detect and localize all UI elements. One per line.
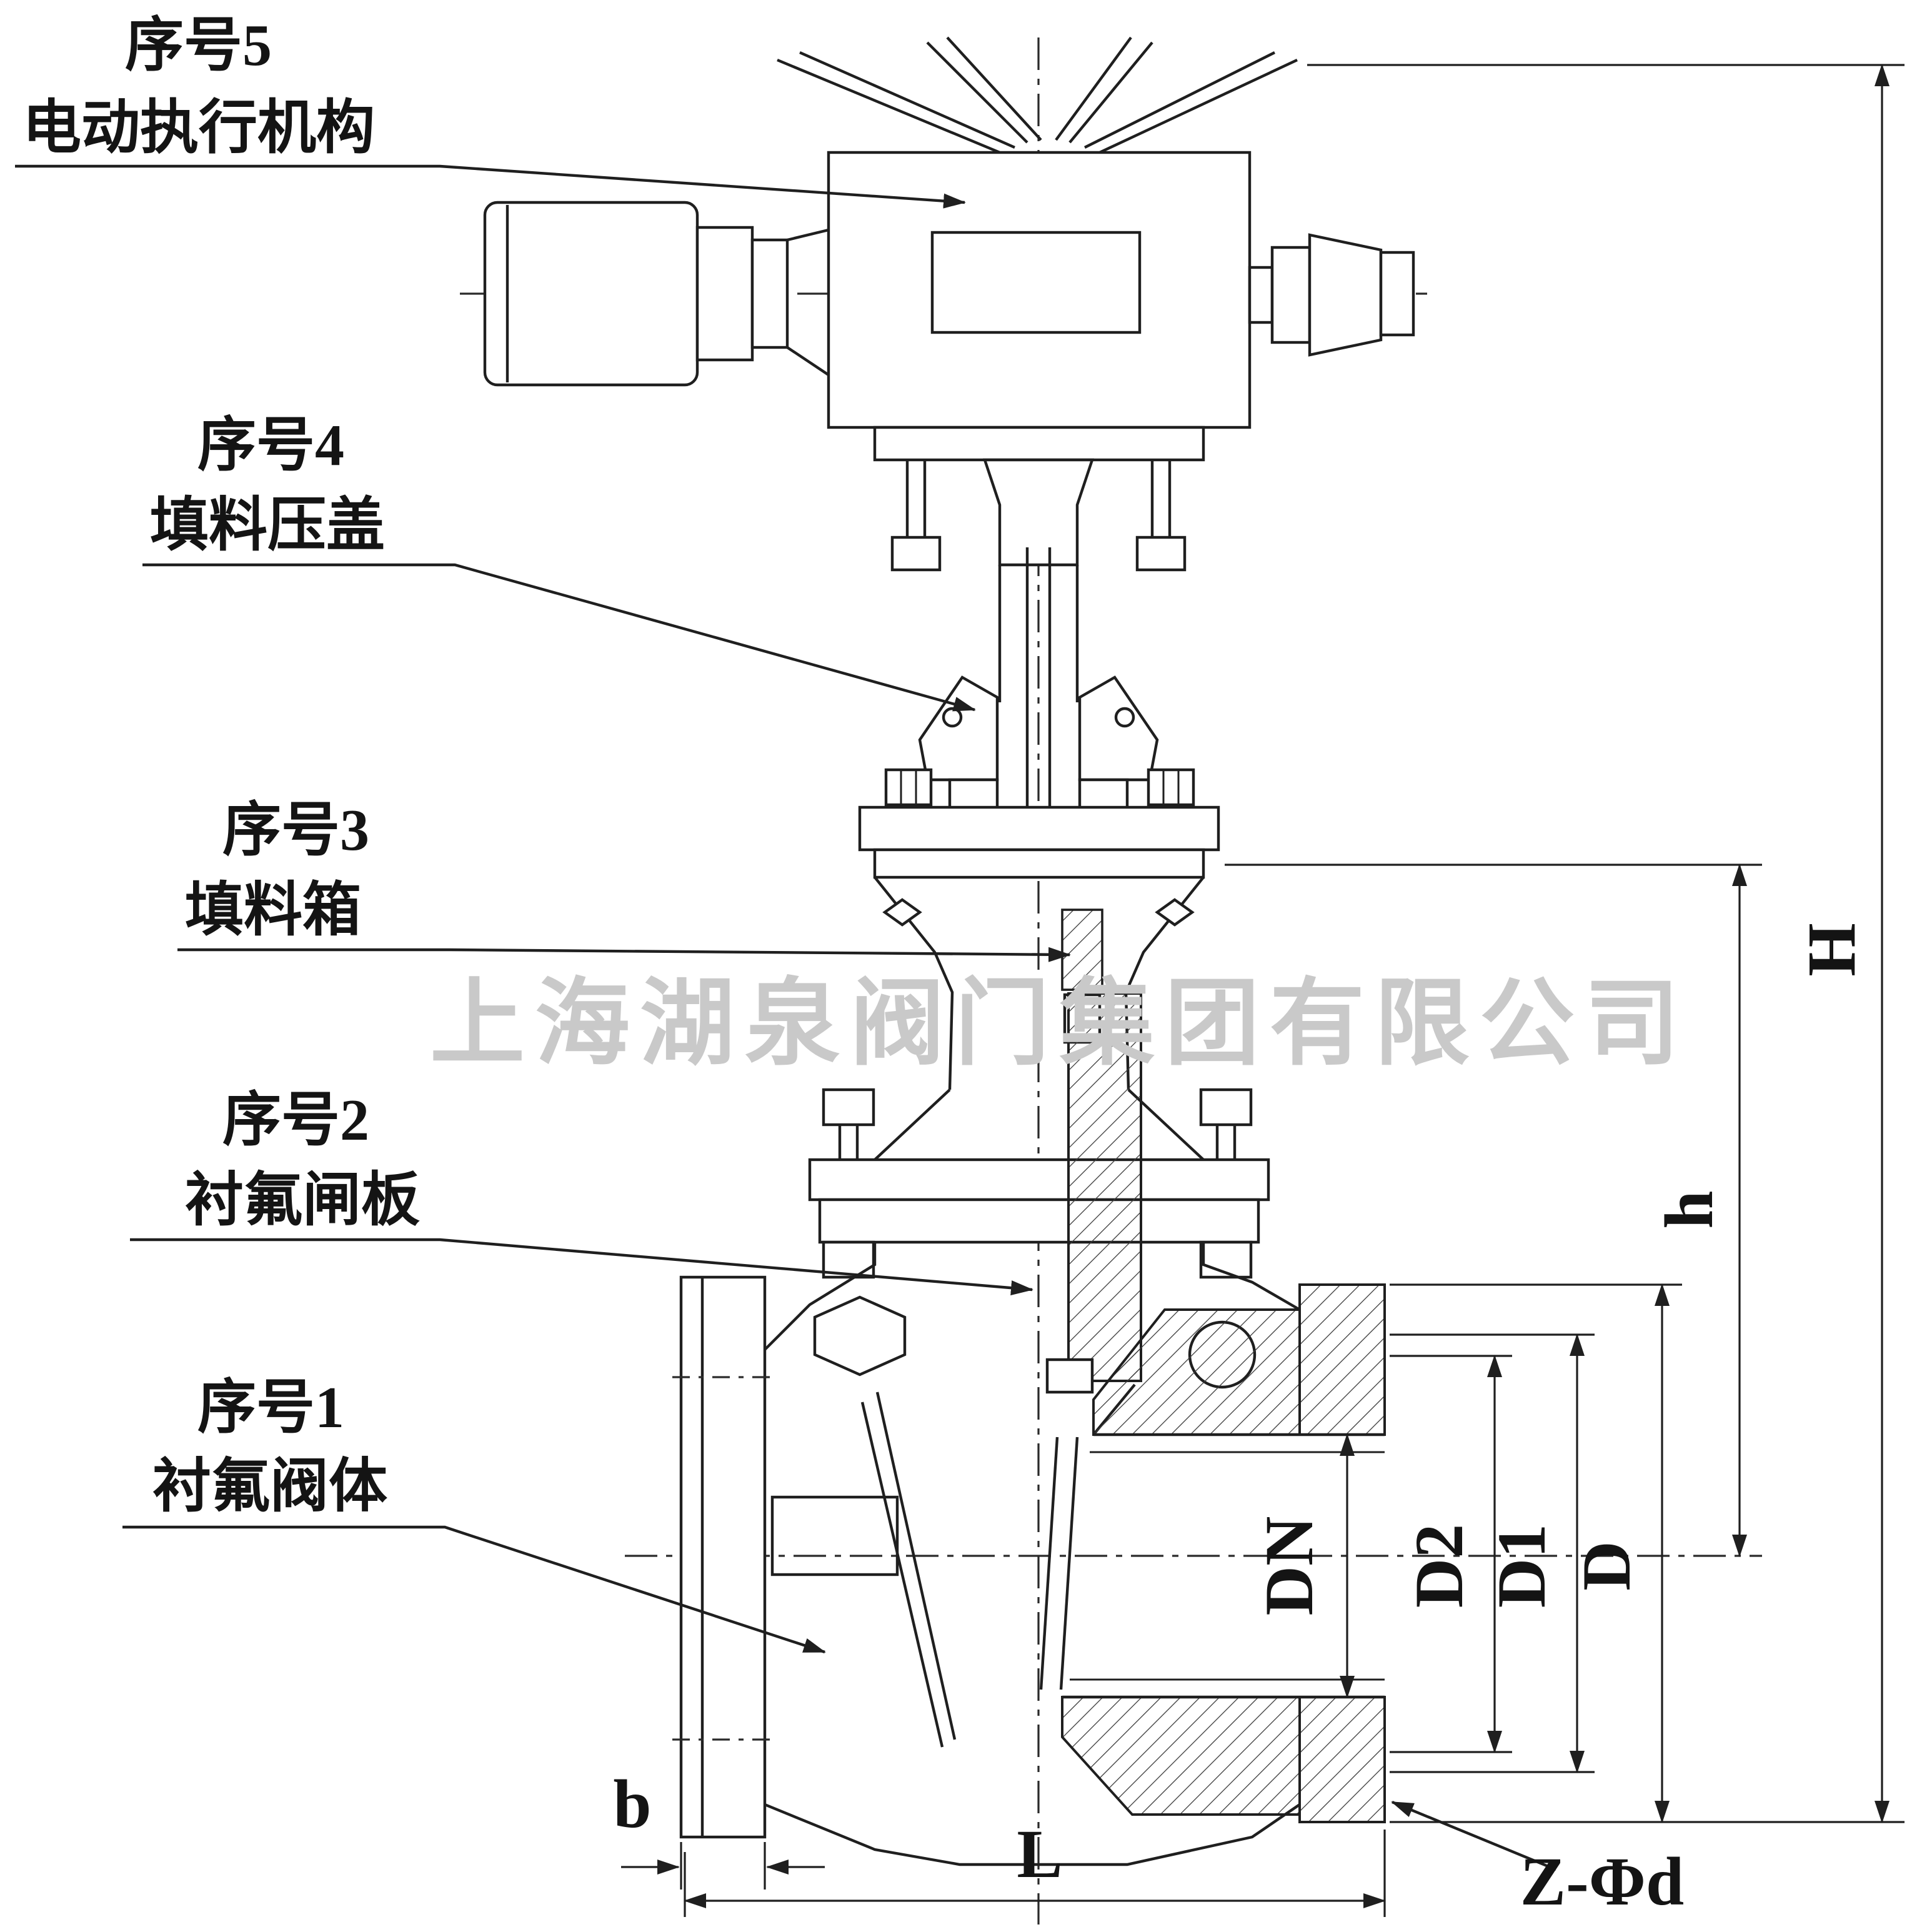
part-label-1: 序号1 衬氟阀体	[122, 1375, 826, 1654]
bonnet-flange	[808, 1088, 1270, 1279]
dim-label-L: L	[1017, 1816, 1062, 1892]
part-name-3: 填料箱	[185, 878, 361, 943]
dim-label-H: H	[1793, 923, 1870, 977]
stem-collar	[982, 458, 1095, 567]
dimension-b: b	[613, 1766, 825, 1890]
watermark-text: 上海湖泉阀门集团有限公司	[430, 972, 1690, 1077]
actuator-display-window	[930, 231, 1142, 334]
right-flange-section	[1298, 1283, 1386, 1823]
dimension-h: h	[1225, 864, 1762, 1557]
part-label-4: 序号4 填料压盖	[142, 413, 976, 712]
fluorine-lined-body	[672, 1242, 1386, 1866]
electric-actuator	[483, 36, 1415, 429]
part-name-4: 填料压盖	[150, 493, 385, 558]
dim-label-b: b	[613, 1766, 651, 1842]
part-name-2: 衬氟闸板	[185, 1168, 420, 1233]
yoke-and-stem	[873, 426, 1205, 835]
dimension-Z-phi-d: Z-Φd	[1391, 1800, 1684, 1920]
body-wall-section-bottom	[1061, 1696, 1301, 1816]
part-name-5: 电动执行机构	[22, 96, 375, 161]
part-label-5: 序号5 电动执行机构	[15, 13, 966, 209]
actuator-base-plate	[873, 426, 1205, 462]
yoke-stud-nut-right	[1135, 535, 1187, 572]
part-name-1: 衬氟阀体	[152, 1454, 387, 1519]
left-flange	[672, 1275, 775, 1839]
part-no-1: 序号1	[197, 1375, 344, 1440]
leader-line-4	[142, 563, 976, 712]
leader-line-5	[15, 164, 966, 209]
flange-nut-left	[884, 768, 933, 807]
leader-line-2	[130, 1238, 1033, 1296]
dim-label-D2: D2	[1401, 1524, 1477, 1608]
hex-boss	[813, 1295, 907, 1377]
handwheel-icon	[777, 36, 1298, 154]
dimension-D2: D2	[1390, 1355, 1512, 1753]
yoke-flange	[858, 768, 1220, 879]
leader-line-1	[122, 1525, 826, 1654]
part-no-3: 序号3	[222, 798, 369, 863]
dimension-L: L	[684, 1816, 1386, 1917]
part-label-3: 序号3 填料箱	[177, 798, 1071, 962]
dim-label-DN: DN	[1251, 1516, 1327, 1616]
electric-motor	[483, 201, 830, 387]
flange-nut-right	[1147, 768, 1195, 807]
body-boss-plate	[770, 1495, 899, 1576]
dimension-H: H	[1307, 64, 1905, 1823]
part-no-4: 序号4	[197, 413, 344, 478]
part-label-2: 序号2 衬氟闸板	[130, 1088, 1033, 1296]
bonnet-bolt-nut-top-left	[822, 1088, 875, 1127]
section-mark-right	[1155, 898, 1195, 927]
section-mark-left	[882, 898, 922, 927]
dimension-DN: DN	[1251, 1433, 1355, 1698]
dim-label-Z-phi-d: Z-Φd	[1520, 1843, 1684, 1920]
manual-handwheel	[1248, 233, 1415, 357]
stem-gate-connector	[1045, 1358, 1094, 1394]
gate-plate	[1067, 992, 1142, 1382]
leader-line-3	[177, 947, 1071, 962]
bore-and-lining	[1062, 1433, 1385, 1699]
part-no-2: 序号2	[222, 1088, 369, 1153]
bonnet-bolt-nut-top-right	[1199, 1088, 1253, 1127]
part-no-5: 序号5	[125, 13, 272, 78]
yoke-stud-nut-left	[890, 535, 942, 572]
packing-gland	[918, 675, 1159, 814]
fluorine-lined-gate	[1039, 992, 1142, 1690]
actuator-housing	[827, 151, 1252, 429]
dim-label-D: D	[1568, 1541, 1645, 1590]
dim-label-h: h	[1651, 1190, 1727, 1228]
